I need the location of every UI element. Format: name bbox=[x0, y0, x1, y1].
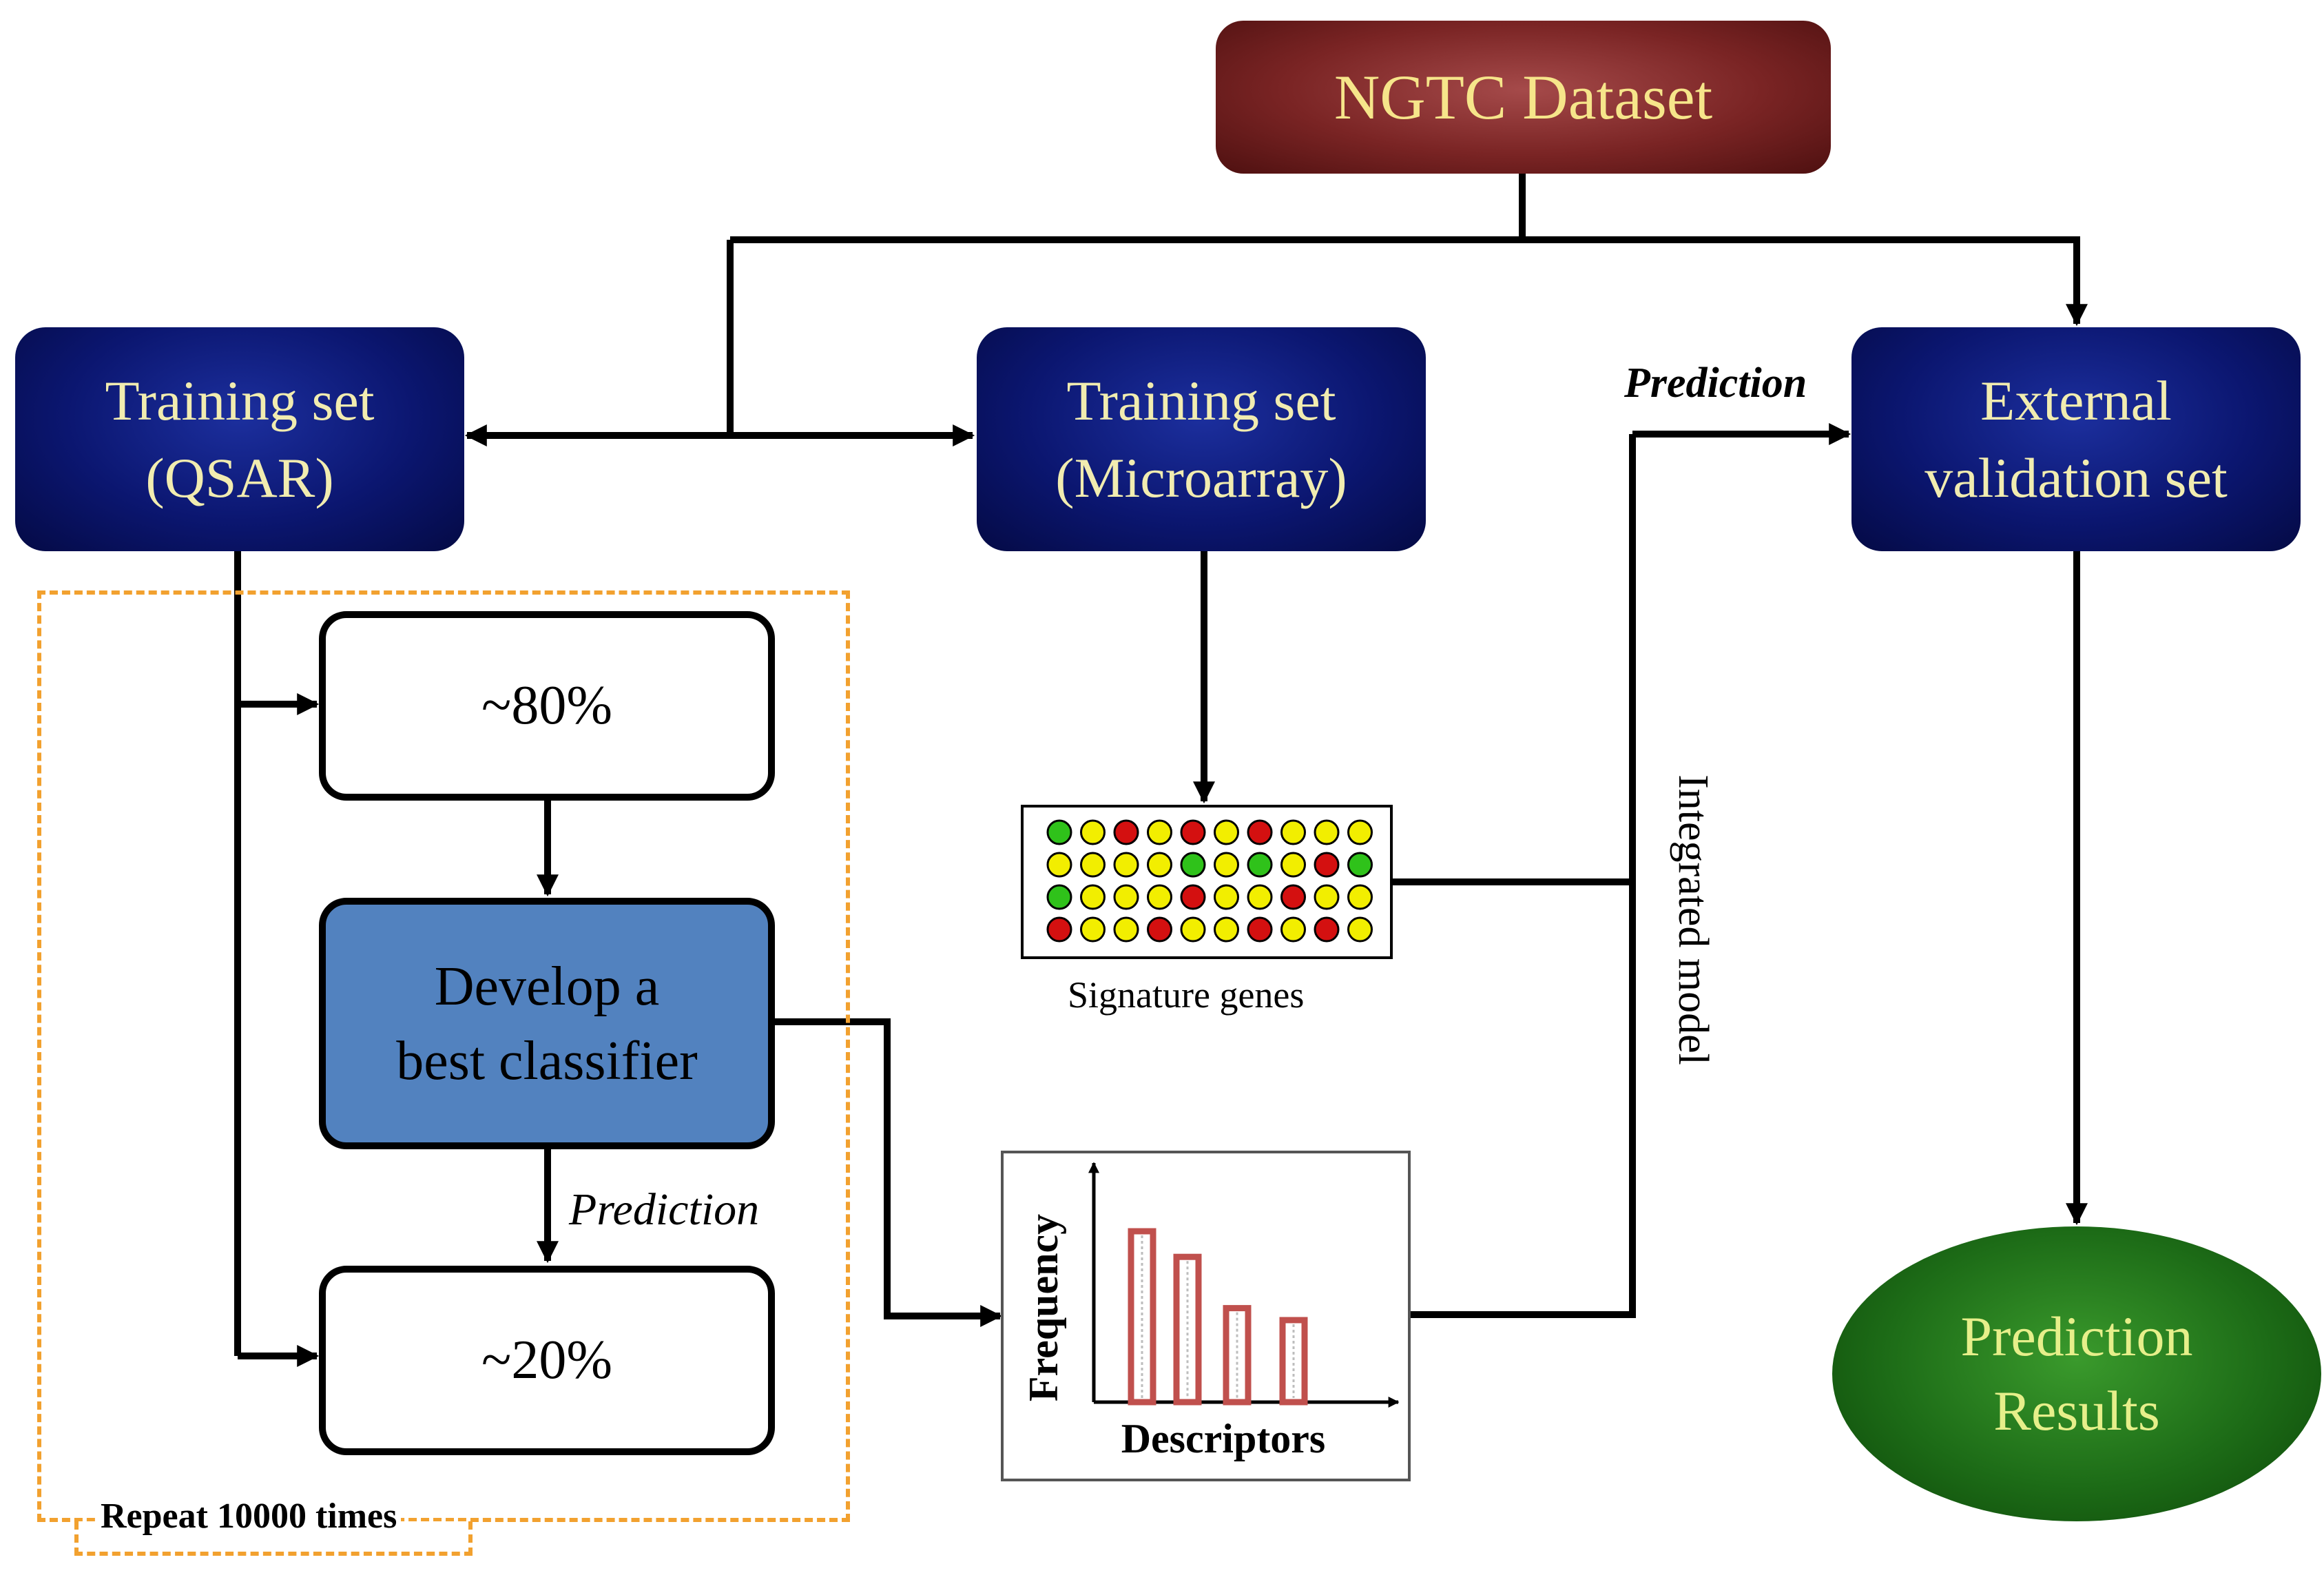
gene-dot bbox=[1347, 884, 1373, 910]
gene-dot bbox=[1280, 916, 1306, 943]
training-set-qsar-node: Training set (QSAR) bbox=[15, 327, 464, 551]
gene-dot bbox=[1347, 916, 1373, 943]
training-microarray-line1: Training set bbox=[1066, 369, 1336, 432]
training-qsar-line1: Training set bbox=[105, 369, 375, 432]
training-qsar-line2: (QSAR) bbox=[145, 446, 334, 509]
gene-dot bbox=[1147, 819, 1172, 845]
gene-dot bbox=[1314, 819, 1340, 845]
prediction-top-label: Prediction bbox=[1624, 360, 1807, 407]
arrow-classifier-to-descriptors bbox=[772, 1018, 1003, 1328]
descriptors-axis-label: Descriptors bbox=[1121, 1416, 1326, 1461]
descriptor-bar bbox=[1279, 1317, 1308, 1406]
gene-dot bbox=[1214, 852, 1239, 878]
external-validation-line1: External bbox=[1980, 369, 2172, 432]
gene-dot bbox=[1113, 852, 1139, 878]
gene-dot bbox=[1280, 852, 1306, 878]
repeat-loop-frame bbox=[37, 590, 850, 1522]
prediction-results-node: Prediction Results bbox=[1832, 1226, 2321, 1521]
gene-dot bbox=[1347, 819, 1373, 845]
gene-dot bbox=[1180, 852, 1206, 878]
gene-dot bbox=[1147, 916, 1172, 943]
gene-dot bbox=[1046, 852, 1072, 878]
signature-genes-label: Signature genes bbox=[1068, 974, 1305, 1016]
gene-dot bbox=[1080, 819, 1106, 845]
gene-dot bbox=[1180, 916, 1206, 943]
prediction-inner-label: Prediction bbox=[569, 1184, 760, 1235]
gene-dot bbox=[1314, 916, 1340, 943]
signature-genes-grid bbox=[1046, 819, 1373, 943]
descriptor-bars bbox=[1128, 1228, 1308, 1406]
descriptors-histogram-panel bbox=[1001, 1151, 1411, 1481]
repeat-label: Repeat 10000 times bbox=[96, 1496, 402, 1537]
best-classifier-node: Develop a best classifier bbox=[319, 898, 775, 1149]
gene-dot bbox=[1046, 819, 1072, 845]
gene-dot bbox=[1046, 884, 1072, 910]
classifier-line2: best classifier bbox=[396, 1030, 698, 1091]
connector-descriptors-to-model bbox=[1409, 434, 1636, 1318]
external-validation-set-node: External validation set bbox=[1851, 327, 2301, 551]
ngtc-dataset-node: NGTC Dataset bbox=[1216, 21, 1831, 174]
gene-dot bbox=[1113, 819, 1139, 845]
gene-dot bbox=[1180, 884, 1206, 910]
split-80-percent-node: ~80% bbox=[319, 611, 775, 801]
descriptor-bar bbox=[1223, 1305, 1252, 1406]
split-20-percent-node: ~20% bbox=[319, 1266, 775, 1455]
gene-dot bbox=[1247, 819, 1273, 845]
gene-dot bbox=[1314, 852, 1340, 878]
training-microarray-line2: (Microarray) bbox=[1055, 446, 1347, 509]
prediction-results-line2: Results bbox=[1993, 1379, 2160, 1442]
prediction-results-line1: Prediction bbox=[1960, 1305, 2193, 1368]
gene-dot bbox=[1147, 852, 1172, 878]
gene-dot bbox=[1113, 916, 1139, 943]
split-20-label: ~20% bbox=[481, 1330, 612, 1390]
classifier-line1: Develop a bbox=[434, 956, 660, 1017]
external-validation-line2: validation set bbox=[1924, 446, 2228, 509]
gene-dot bbox=[1347, 852, 1373, 878]
split-80-label: ~80% bbox=[481, 675, 612, 736]
gene-dot bbox=[1113, 884, 1139, 910]
gene-dot bbox=[1214, 819, 1239, 845]
gene-dot bbox=[1247, 884, 1273, 910]
gene-dot bbox=[1180, 819, 1206, 845]
gene-dot bbox=[1247, 852, 1273, 878]
training-set-microarray-node: Training set (Microarray) bbox=[977, 327, 1426, 551]
gene-dot bbox=[1080, 852, 1106, 878]
gene-dot bbox=[1214, 884, 1239, 910]
gene-dot bbox=[1280, 819, 1306, 845]
gene-dot bbox=[1214, 916, 1239, 943]
gene-dot bbox=[1080, 916, 1106, 943]
ngtc-dataset-label: NGTC Dataset bbox=[1334, 62, 1713, 132]
gene-dot bbox=[1147, 884, 1172, 910]
gene-dot bbox=[1046, 916, 1072, 943]
gene-dot bbox=[1280, 884, 1306, 910]
integrated-model-label: Integrated model bbox=[1670, 774, 1716, 1065]
gene-dot bbox=[1314, 884, 1340, 910]
descriptor-bar bbox=[1128, 1228, 1156, 1406]
frequency-axis-label: Frequency bbox=[1021, 1214, 1066, 1401]
gene-dot bbox=[1247, 916, 1273, 943]
arrow-to-external-validation bbox=[1522, 236, 2088, 327]
gene-dot bbox=[1080, 884, 1106, 910]
